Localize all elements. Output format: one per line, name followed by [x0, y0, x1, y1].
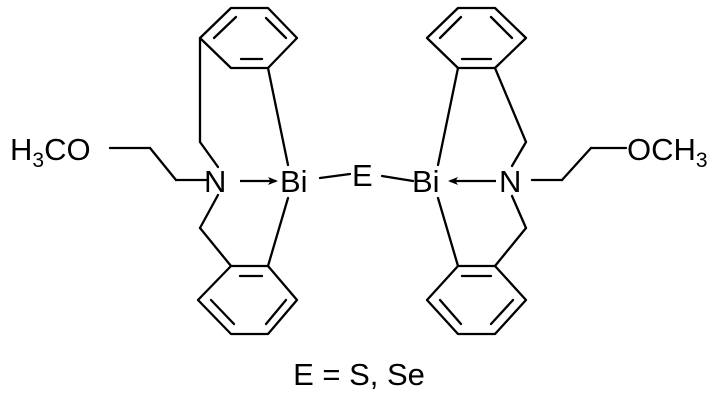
right-lower-benzene-ring	[425, 264, 528, 336]
left-framework-bonds	[108, 36, 290, 268]
left-upper-benzene-ring	[198, 6, 299, 70]
left-bismuth-label: Bi	[280, 164, 308, 199]
right-methoxy-prefix: OCH	[627, 132, 696, 167]
bridge-chalcogen-label: E	[352, 158, 373, 193]
left-methoxy-suffix: CO	[44, 132, 91, 167]
left-methoxy-label: H3CO	[10, 132, 91, 172]
left-nitrogen-label: N	[204, 164, 226, 199]
left-methoxy-prefix: H	[10, 132, 32, 167]
left-lower-benzene-ring	[196, 264, 299, 336]
right-upper-benzene-ring	[425, 6, 528, 70]
left-methoxy-subscript: 3	[32, 149, 44, 172]
bridge-bonds	[318, 172, 415, 183]
right-bismuth-label: Bi	[412, 164, 440, 199]
right-methoxy-subscript: 3	[696, 149, 708, 172]
caption-label: E = S, Se	[293, 357, 425, 392]
right-framework-bonds	[436, 66, 628, 268]
right-nitrogen-label: N	[499, 164, 521, 199]
right-methoxy-label: OCH3	[627, 132, 708, 172]
